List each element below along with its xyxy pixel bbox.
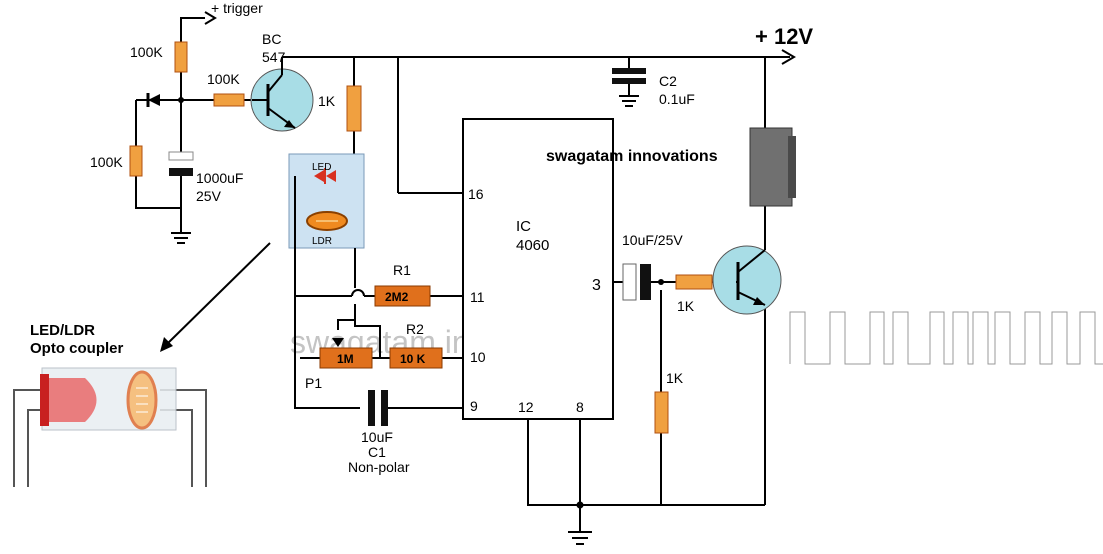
- label-led: LED: [312, 162, 331, 173]
- label-transistor-547: 547: [262, 49, 286, 65]
- resistor-100k-base: [213, 93, 245, 107]
- label-p1-value: 1M: [337, 352, 354, 366]
- junction-dot: [658, 279, 664, 285]
- label-pin-9: 9: [470, 398, 478, 414]
- ground-icon-left: [171, 232, 191, 244]
- label-r-top: 100K: [130, 44, 163, 60]
- pot-wiper-arrow: [332, 338, 344, 347]
- capacitor-c1-icon: [368, 390, 388, 426]
- ic-4060-body: [462, 118, 614, 420]
- capacitor-output-icon: [622, 263, 651, 301]
- label-c1-type: Non-polar: [348, 459, 410, 475]
- transistor-output: [712, 245, 782, 315]
- junction-dot: [576, 501, 584, 509]
- resistor-r2: [389, 347, 443, 369]
- square-wave-output: [789, 311, 1103, 365]
- label-c2-value: 0.1uF: [659, 91, 695, 107]
- resistor-1k-led: [346, 85, 362, 132]
- label-cap-out: 10uF/25V: [622, 232, 683, 248]
- resistor-100k-bottom: [129, 145, 143, 177]
- opto-coupler-block: [288, 153, 365, 249]
- label-r-led: 1K: [318, 93, 336, 109]
- label-r-out-pull: 1K: [666, 370, 684, 386]
- ground-wires: [527, 290, 766, 532]
- label-transistor-bc: BC: [262, 31, 281, 47]
- resistor-1k-pull-out: [654, 391, 669, 434]
- capacitor-1000uf-icon: [168, 151, 194, 176]
- capacitor-c2-icon: [612, 68, 646, 107]
- label-r-bottom: 100K: [90, 154, 123, 170]
- label-r-out-base: 1K: [677, 298, 695, 314]
- supply-rail: [397, 49, 796, 250]
- label-pin-16: 16: [468, 186, 484, 202]
- diode-icon: [146, 93, 160, 107]
- junction-dot: [178, 97, 184, 103]
- label-brand: swagatam innovations: [546, 148, 718, 165]
- transistor-bc547: [250, 57, 314, 132]
- label-ic: IC: [516, 218, 531, 235]
- trigger-wires: [135, 17, 740, 233]
- opto-coupler-detail: [13, 367, 207, 487]
- label-supply: + 12V: [755, 24, 813, 49]
- potentiometer-p1: [319, 347, 373, 369]
- label-c2: C2: [659, 73, 677, 89]
- label-pin-3: 3: [592, 277, 601, 294]
- label-r-base: 100K: [207, 71, 240, 87]
- ground-icon-bottom: [568, 531, 592, 545]
- label-p1: P1: [305, 375, 322, 391]
- resistor-r1: [374, 285, 431, 307]
- label-pin-11: 11: [470, 289, 485, 305]
- label-pin-12: 12: [518, 399, 534, 415]
- pointer-arrow: [160, 242, 271, 352]
- label-r2: R2: [406, 321, 424, 337]
- label-r1-value: 2M2: [385, 290, 409, 304]
- label-ldr: LDR: [312, 236, 332, 247]
- trigger-arrow: [204, 11, 217, 25]
- label-opto-title: LED/LDR: [30, 322, 95, 339]
- label-c1: C1: [368, 444, 386, 460]
- timing-wires: [294, 176, 463, 409]
- label-cap-big-value: 1000uF: [196, 170, 243, 186]
- resistor-1k-base-out: [675, 274, 713, 290]
- label-r2-value: 10 K: [400, 352, 426, 366]
- label-pin-8: 8: [576, 399, 584, 415]
- label-opto-subtitle: Opto coupler: [30, 340, 123, 357]
- text-labels: + trigger 100K 100K 100K BC 547 1K 1000u…: [30, 0, 813, 475]
- label-ic-part: 4060: [516, 237, 549, 254]
- relay-block: [749, 127, 796, 207]
- label-pin-10: 10: [470, 349, 486, 365]
- resistor-100k-top: [174, 41, 188, 73]
- label-cap-big-voltage: 25V: [196, 188, 222, 204]
- label-trigger: + trigger: [211, 0, 263, 16]
- label-c1-value: 10uF: [361, 429, 393, 445]
- label-r1: R1: [393, 262, 411, 278]
